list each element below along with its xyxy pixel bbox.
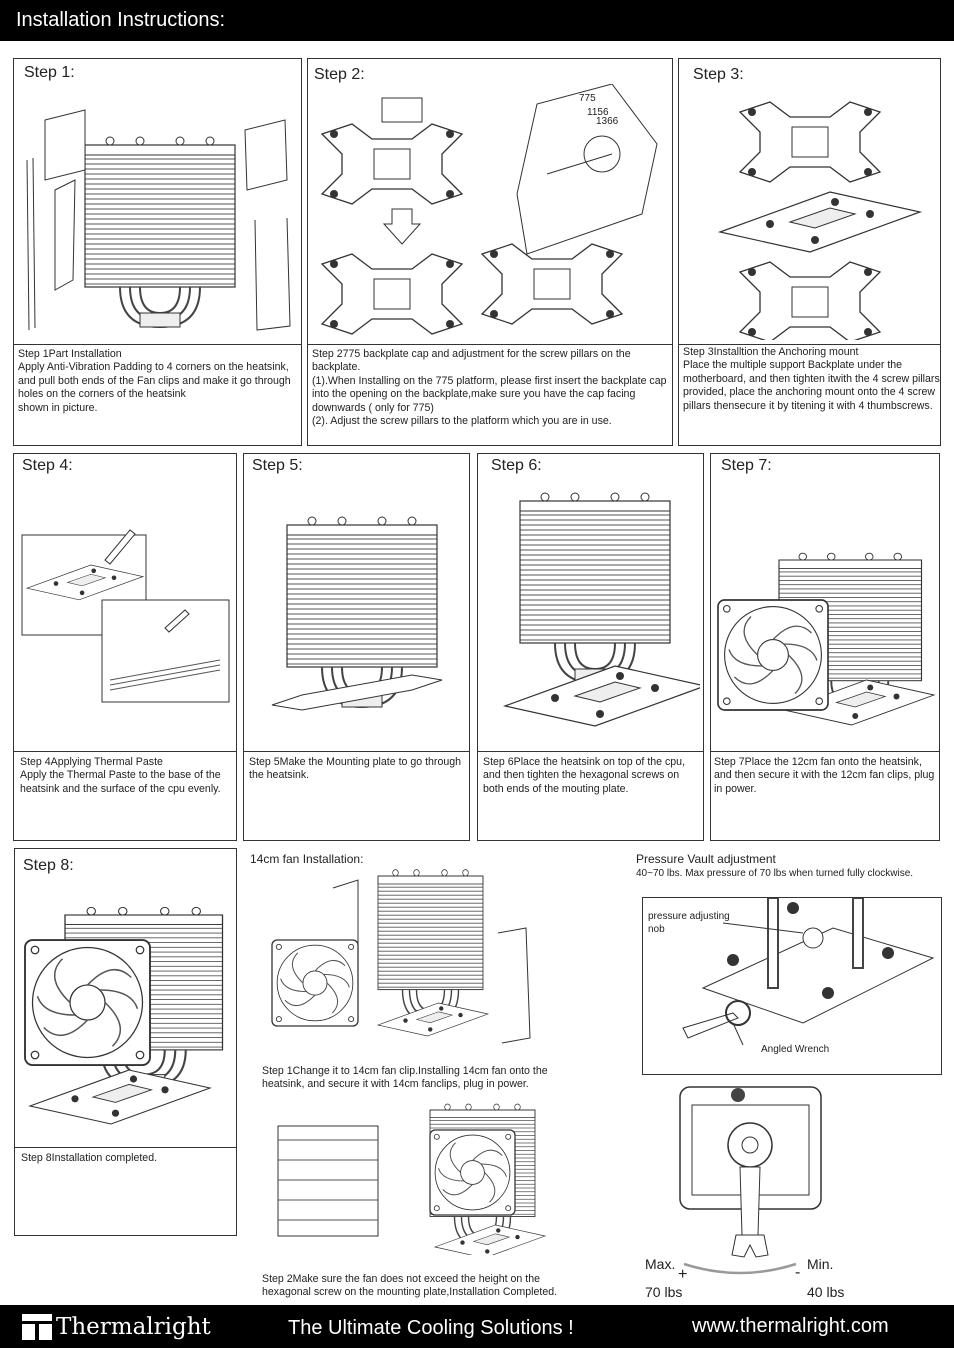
pressure-top-view-figure [679, 1086, 822, 1258]
max-label: Max. [645, 1256, 676, 1272]
step-8-title: Step 8: [23, 857, 74, 874]
page-title: Installation Instructions: [16, 9, 225, 31]
step-6-title: Step 6: [491, 457, 542, 474]
fan14-title: 14cm fan Installation: [250, 852, 364, 866]
step-4-description: Step 4Applying Thermal Paste Apply the T… [20, 756, 221, 795]
step-7-description: Step 7Place the 12cm fan onto the heatsi… [714, 756, 935, 795]
step-5-description: Step 5Make the Mounting plate to go thro… [249, 756, 462, 782]
step-5-figure [271, 516, 443, 711]
minus-sign: - [795, 1264, 801, 1281]
step-1-title: Step 1: [24, 64, 75, 81]
step-3-title: Step 3: [693, 66, 744, 83]
step-3-description: Step 3Installtion the Anchoring mount Pl… [683, 346, 940, 412]
min-label: Min. [807, 1256, 834, 1272]
fan14-step1-text: Step 1Change it to 14cm fan clip.Install… [262, 1065, 548, 1091]
footer-bar [0, 1305, 954, 1348]
max-value: 70 lbs [645, 1284, 683, 1300]
pressure-subtitle: 40~70 lbs. Max pressure of 70 lbs when t… [636, 868, 914, 879]
step-2-description: Step 2775 backplate cap and adjustment f… [312, 348, 667, 428]
step-1-description: Step 1Part Installation Apply Anti-Vibra… [18, 348, 291, 414]
step-6-description: Step 6Place the heatsink on top of the c… [483, 756, 686, 795]
socket-label-1366: 1366 [596, 116, 619, 127]
header-bar [0, 0, 954, 41]
fan14-step2-text: Step 2Make sure the fan does not exceed … [262, 1273, 558, 1299]
fan14-step1-figure [271, 868, 531, 1044]
angled-wrench-label: Angled Wrench [761, 1044, 830, 1055]
thermalright-logo-icon [22, 1314, 52, 1340]
socket-label-1156: 1156 [587, 107, 609, 118]
step-8-description: Step 8Installation completed. [21, 1152, 158, 1164]
step-3-figure [719, 101, 921, 340]
step-5-panel [243, 453, 470, 841]
step-7-title: Step 7: [721, 457, 772, 474]
step-4-figure [21, 529, 230, 703]
step-6-panel [477, 453, 704, 841]
plus-sign: + [678, 1266, 688, 1283]
step-1-figure [26, 109, 291, 331]
socket-label-775: 775 [579, 93, 596, 104]
step-5-title: Step 5: [252, 457, 303, 474]
step-7-figure [717, 552, 935, 726]
footer-url[interactable]: www.thermalright.com [692, 1315, 889, 1337]
pressure-title: Pressure Vault adjustment [636, 852, 776, 866]
step-6-figure [504, 492, 700, 727]
footer-brand: Thermalright [56, 1314, 211, 1340]
pressure-figure [682, 898, 935, 1046]
step-8-figure [24, 906, 224, 1125]
step-2-figure [321, 84, 658, 335]
step-2-title: Step 2: [314, 66, 365, 83]
footer-slogan: The Ultimate Cooling Solutions ! [288, 1317, 574, 1339]
step-4-title: Step 4: [22, 457, 73, 474]
pressure-range-arc [683, 1262, 797, 1275]
fan14-step2-figure [277, 1103, 546, 1255]
pressure-nob-label: pressure adjusting nob [648, 911, 730, 935]
min-value: 40 lbs [807, 1284, 845, 1300]
